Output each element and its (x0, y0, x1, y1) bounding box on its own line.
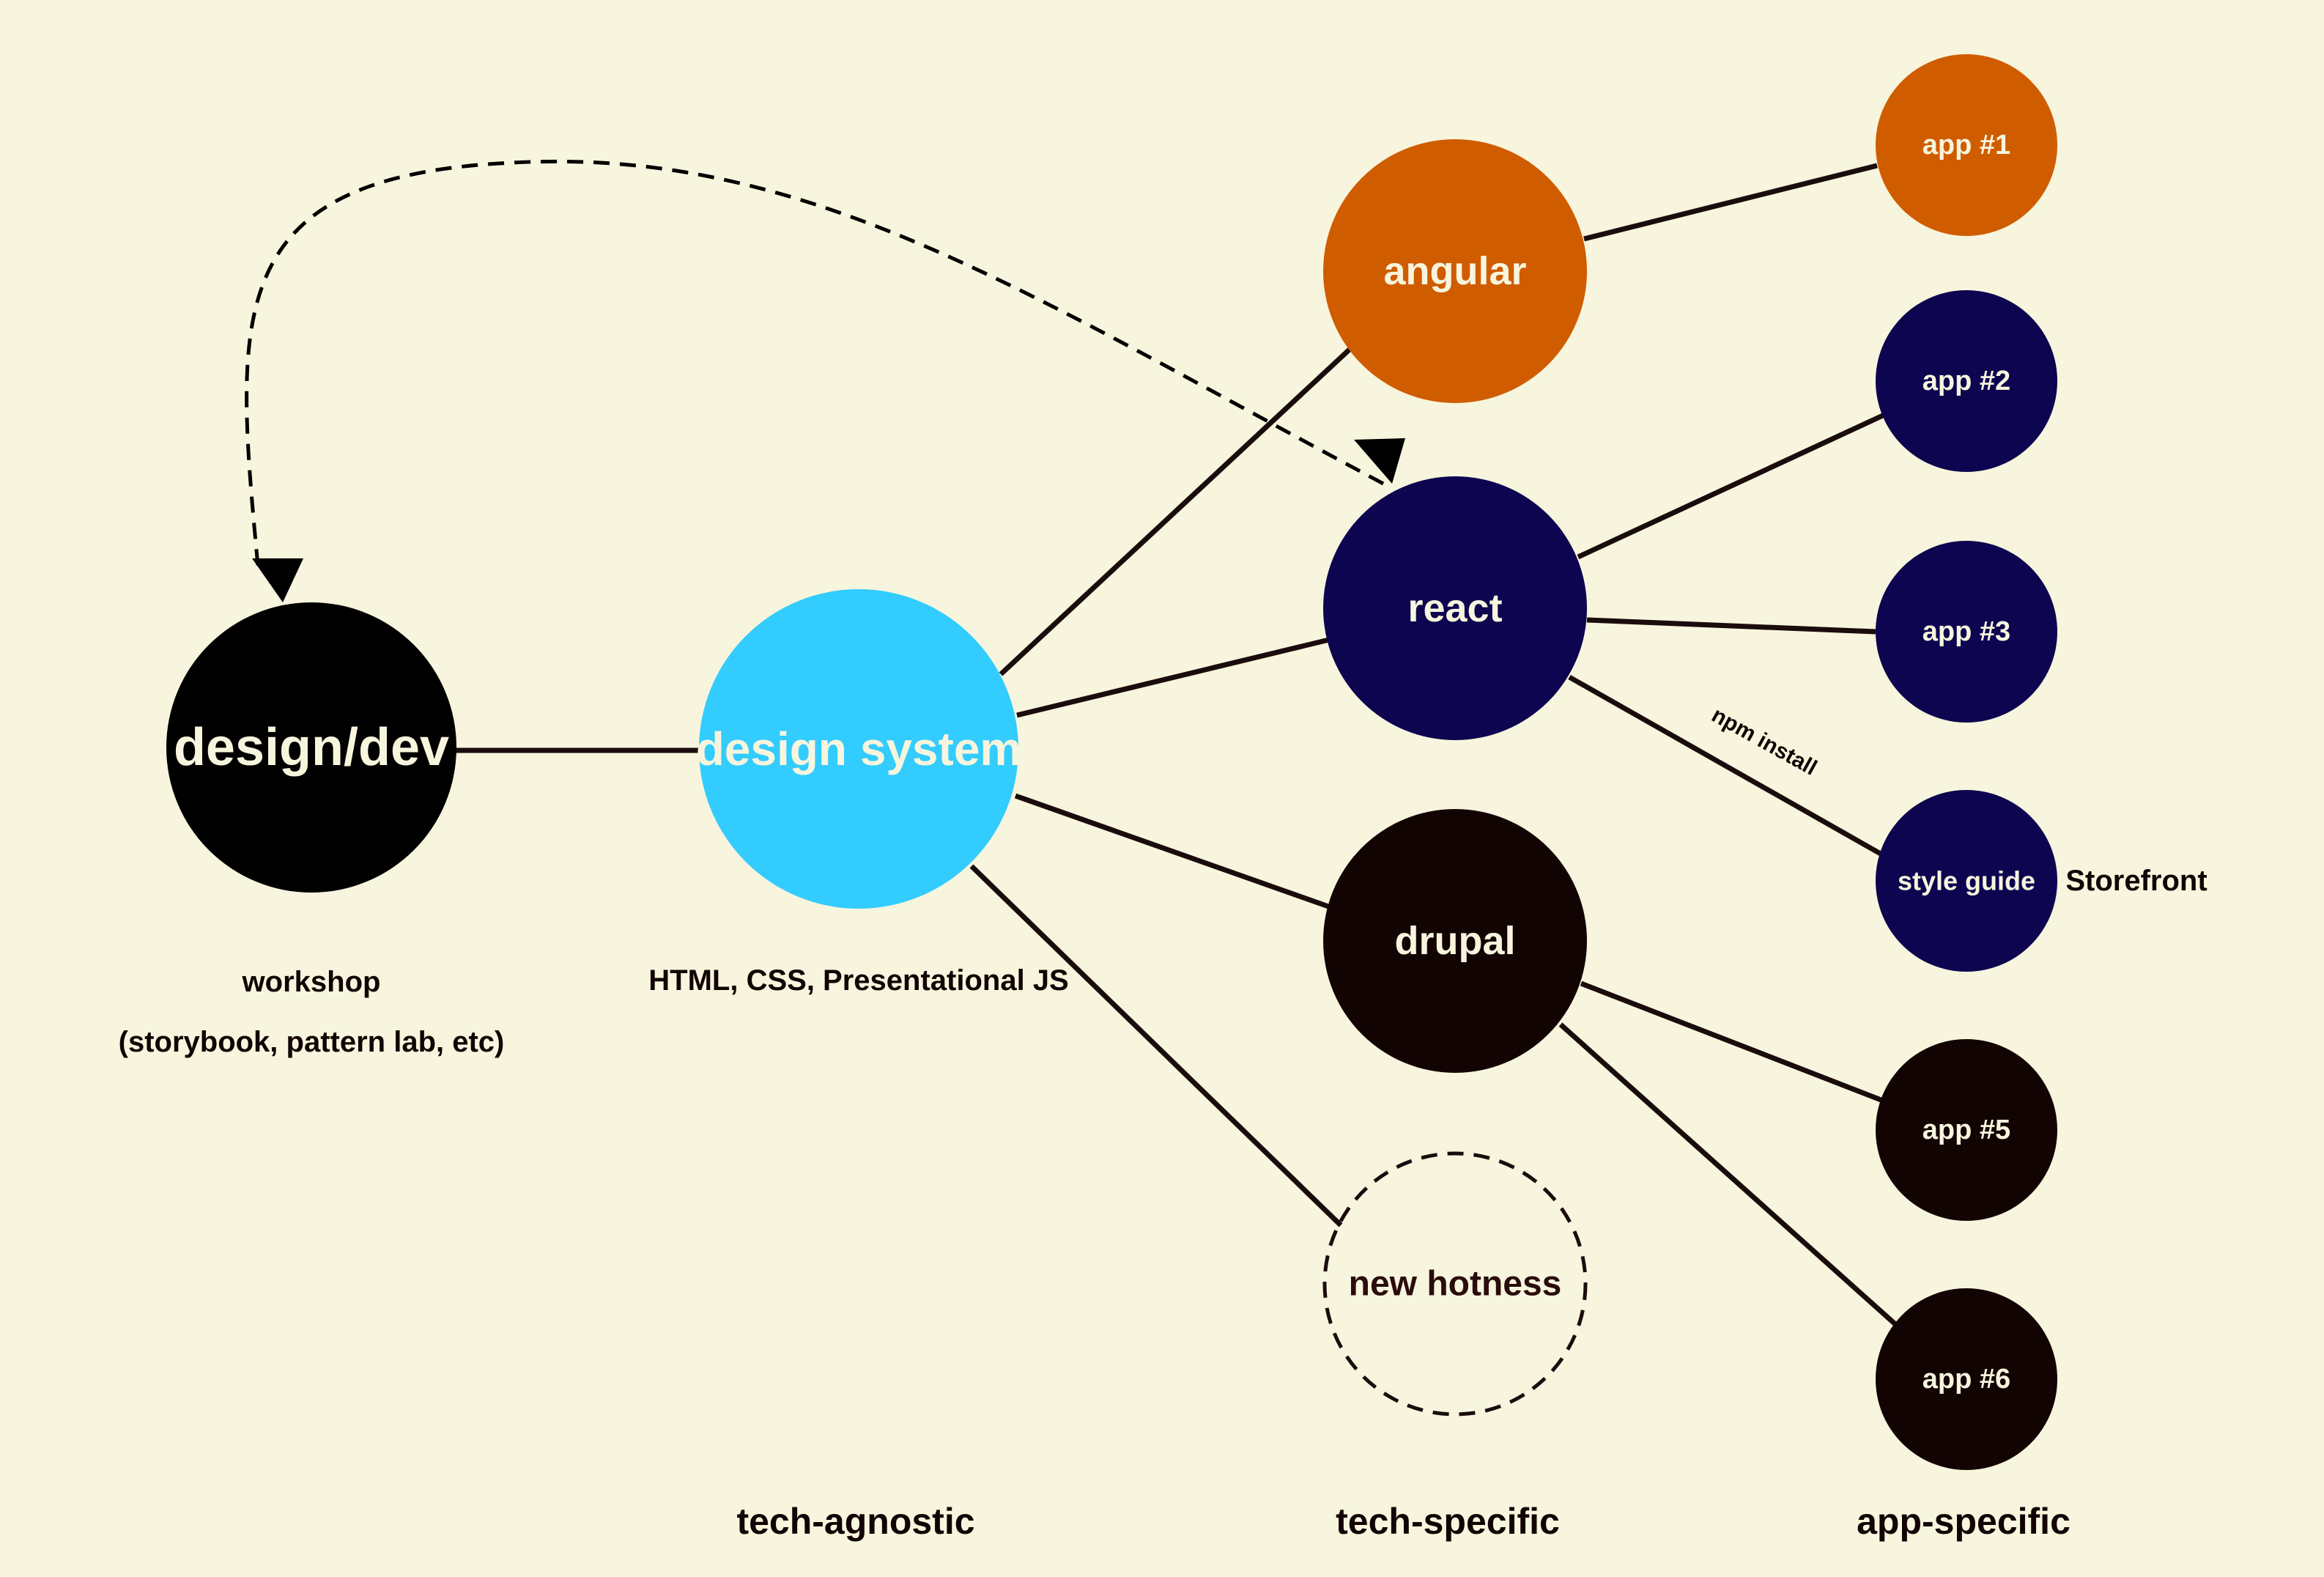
edge-designsystem-react (1016, 637, 1330, 718)
node-app-1-label: app #1 (1923, 130, 2010, 160)
feedback-arrow (245, 159, 1385, 566)
node-app-5[interactable]: app #5 (1876, 1039, 2057, 1221)
edge-designsystem-drupal (1014, 793, 1332, 910)
edge-designsystem-newhotness (969, 864, 1343, 1227)
storefront-label: Storefront (2065, 865, 2207, 897)
node-app-3[interactable]: app #3 (1876, 541, 2057, 723)
edge-drupal-app5 (1580, 980, 1884, 1104)
node-app-6-label: app #6 (1923, 1364, 2010, 1395)
npm-install-label: npm install (1708, 703, 1821, 780)
node-angular-label: angular (1383, 249, 1526, 293)
node-react[interactable]: react (1323, 476, 1587, 740)
node-style-guide[interactable]: style guide (1876, 790, 2057, 972)
node-app-1[interactable]: app #1 (1876, 54, 2057, 236)
edge-drupal-app6 (1558, 1022, 1898, 1327)
node-design-system-label: design system (696, 723, 1022, 775)
node-app-2-label: app #2 (1923, 366, 2010, 396)
edge-designsystem-angular (999, 345, 1354, 676)
node-app-2[interactable]: app #2 (1876, 290, 2057, 472)
node-react-label: react (1407, 586, 1502, 630)
node-app-5-label: app #5 (1923, 1115, 2010, 1145)
node-new-hotness[interactable]: new hotness (1322, 1151, 1588, 1417)
node-drupal-label: drupal (1394, 919, 1515, 963)
design-system-tech-caption: HTML, CSS, Presentational JS (648, 964, 1068, 997)
node-app-6[interactable]: app #6 (1876, 1288, 2057, 1470)
column-app-specific: app-specific (1857, 1501, 2070, 1542)
node-style-guide-label: style guide (1898, 866, 2035, 896)
edge-angular-app1 (1583, 163, 1878, 242)
node-angular[interactable]: angular (1323, 139, 1587, 403)
node-design-system[interactable]: design system (696, 589, 1022, 909)
node-new-hotness-label: new hotness (1349, 1265, 1562, 1304)
node-drupal[interactable]: drupal (1323, 809, 1587, 1073)
node-app-3-label: app #3 (1923, 616, 2010, 647)
column-tech-agnostic: tech-agnostic (736, 1501, 974, 1542)
node-design-dev[interactable]: design/dev (166, 602, 456, 893)
edges (456, 163, 1898, 1327)
workshop-caption-line1: workshop (242, 966, 381, 998)
edge-react-styleguide (1568, 674, 1886, 859)
column-tech-specific: tech-specific (1336, 1501, 1560, 1542)
workshop-caption-line2: (storybook, pattern lab, etc) (119, 1026, 505, 1058)
edge-react-app3 (1586, 617, 1876, 635)
node-design-dev-label: design/dev (174, 718, 449, 777)
edge-react-app2 (1577, 412, 1886, 560)
feedback-arrowhead-react (1354, 438, 1405, 484)
feedback-arrowhead-designdev (252, 558, 303, 602)
